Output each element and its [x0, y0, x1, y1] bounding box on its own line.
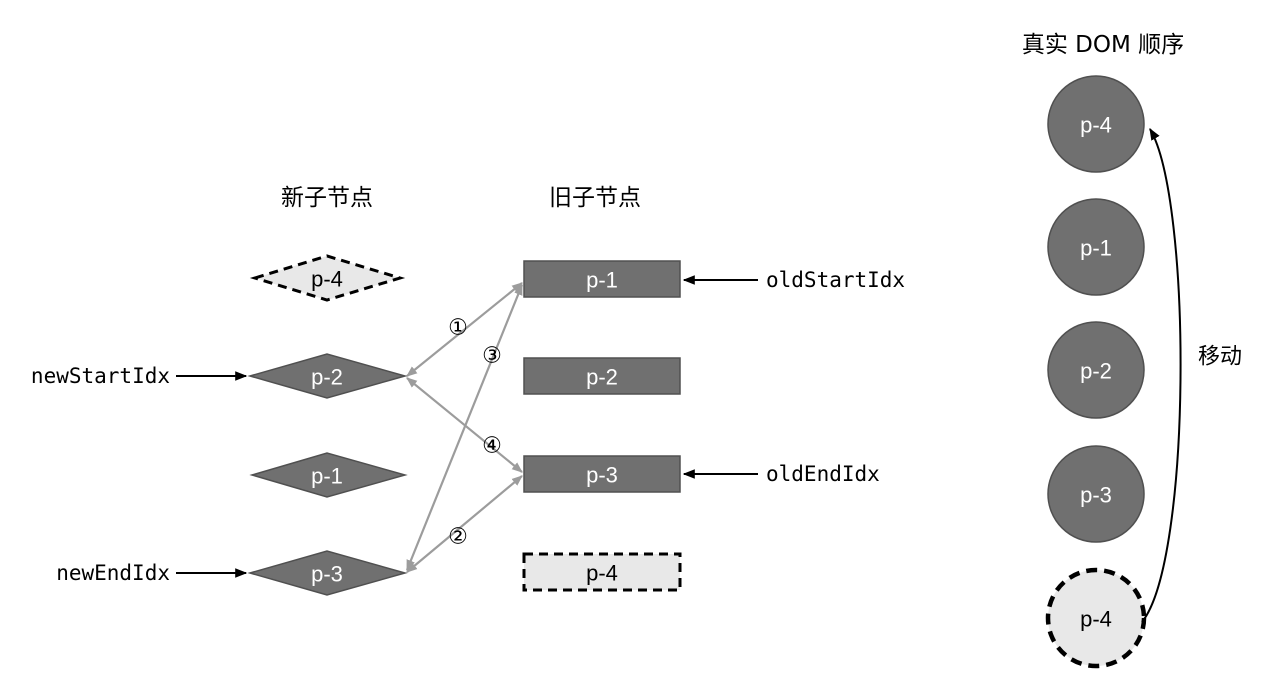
new-child-shape	[249, 254, 406, 302]
real-dom-shape	[1047, 321, 1145, 419]
new-child-label: p-2	[311, 365, 343, 390]
old-child-shape	[523, 260, 681, 298]
new-child-label: p-4	[311, 267, 343, 292]
old-child-label: p-3	[586, 463, 618, 488]
new-child-node: p-2	[247, 353, 408, 399]
new-child-shape	[249, 452, 408, 498]
old-child-node: p-1	[523, 260, 681, 298]
new-end-idx-label: newEndIdx	[56, 561, 170, 585]
real-dom-node: p-4	[1045, 567, 1147, 669]
real-dom-label: p-4	[1080, 113, 1112, 138]
old-end-idx-label: oldEndIdx	[766, 462, 880, 486]
move-arrow	[1141, 127, 1182, 623]
step-label-1: ①	[448, 316, 468, 341]
real-dom-column: p-4 p-1 p-2 p-3 p-4	[1045, 75, 1147, 669]
old-child-label: p-4	[586, 561, 618, 586]
old-child-label: p-2	[586, 365, 618, 390]
old-child-shape	[522, 552, 682, 592]
link-step-4	[406, 377, 523, 473]
real-dom-node: p-1	[1047, 198, 1145, 296]
new-child-node: p-1	[249, 452, 408, 498]
real-dom-shape	[1047, 75, 1145, 173]
old-child-node: p-2	[523, 357, 681, 395]
real-dom-label: p-3	[1080, 483, 1112, 508]
old-children-header: 旧子节点	[549, 185, 641, 211]
real-dom-node: p-4	[1047, 75, 1145, 173]
new-children-column: p-4 p-2 p-1 p-3	[247, 254, 408, 596]
real-dom-shape	[1047, 445, 1145, 543]
real-dom-label: p-1	[1080, 236, 1112, 261]
real-dom-label: p-2	[1080, 359, 1112, 384]
real-dom-node: p-2	[1047, 321, 1145, 419]
new-child-label: p-1	[311, 464, 343, 489]
old-start-idx-label: oldStartIdx	[766, 268, 905, 292]
old-child-shape	[523, 455, 681, 493]
new-start-idx-label: newStartIdx	[31, 364, 170, 388]
new-children-header: 新子节点	[281, 185, 373, 211]
real-dom-node: p-3	[1047, 445, 1145, 543]
old-child-shape	[523, 357, 681, 395]
real-dom-order-header: 真实 DOM 顺序	[1022, 32, 1184, 58]
new-child-node: p-3	[247, 550, 408, 596]
old-child-label: p-1	[586, 268, 618, 293]
comparison-links	[405, 282, 524, 573]
move-label: 移动	[1198, 345, 1242, 370]
real-dom-label: p-4	[1080, 607, 1112, 632]
new-child-node: p-4	[249, 254, 406, 302]
old-child-node: p-3	[523, 455, 681, 493]
new-child-label: p-3	[311, 562, 343, 587]
old-child-node: p-4	[522, 552, 682, 592]
new-child-shape	[247, 353, 408, 399]
new-child-shape	[247, 550, 408, 596]
step-label-4: ④	[482, 434, 502, 459]
step-label-3: ③	[482, 344, 502, 369]
real-dom-shape	[1047, 198, 1145, 296]
old-children-column: p-1 p-2 p-3 p-4	[522, 260, 682, 592]
step-label-2: ②	[448, 525, 468, 550]
